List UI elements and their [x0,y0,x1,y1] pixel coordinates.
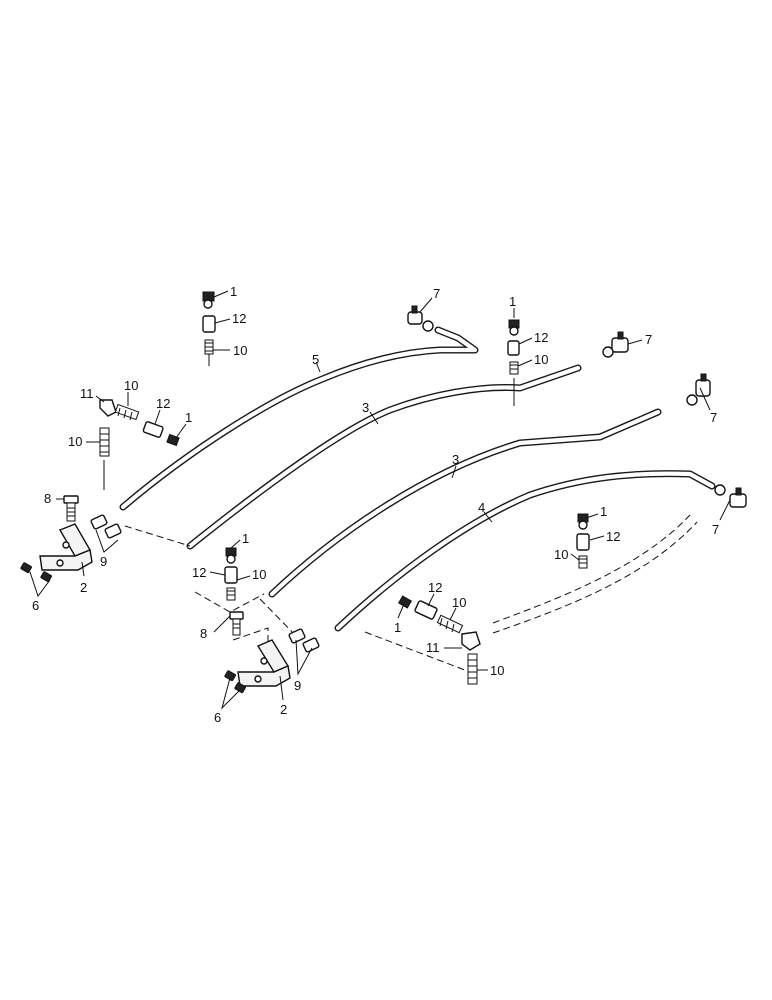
nipple-10-lower-vertical [467,653,478,685]
callout-10: 10 [68,434,82,449]
coupling-12-top [202,315,216,333]
bracket-2-upper [39,523,93,571]
elbow-11-lower [461,631,481,651]
callout-9: 9 [100,554,107,569]
tube-4 [334,470,716,632]
callout-1: 1 [600,504,607,519]
elbow-7-far-right [686,373,711,406]
nipple-10-lower-horizontal [436,614,464,634]
callout-6: 6 [214,710,221,725]
coupling-12-left [142,421,164,438]
callout-4: 4 [478,500,485,515]
assembly-line [124,525,191,547]
callout-10: 10 [252,567,266,582]
callout-10: 10 [233,343,247,358]
callout-1: 1 [230,284,237,299]
callout-3: 3 [362,400,369,415]
assembly-line [232,627,269,652]
callout-6: 6 [32,598,39,613]
callout-11: 11 [426,640,440,655]
tube-4-continuation [492,514,698,634]
callout-12: 12 [534,330,548,345]
coupling-12-mid [224,566,238,584]
callout-7: 7 [712,522,719,537]
screw-6-upper [20,562,52,583]
grease-fitting-1-right-lower [577,513,589,530]
tube-3-lower [268,408,662,598]
elbow-7-top-left [407,305,434,332]
elbow-11-left [99,399,117,417]
callout-7: 7 [645,332,652,347]
grease-fitting-1-top [202,291,215,309]
grease-fitting-1-right [508,319,520,336]
callout-1: 1 [185,410,192,425]
coupling-12-lower [414,600,438,620]
callout-2: 2 [80,580,87,595]
tube-3-upper [186,364,582,550]
connector-9-lower [288,628,320,653]
callout-11: 11 [80,386,94,401]
nipple-10-mid [226,587,236,601]
bracket-2-lower [237,639,291,687]
tee-7-right [602,331,629,358]
callout-10: 10 [490,663,504,678]
callout-12: 12 [232,311,246,326]
callout-10: 10 [534,352,548,367]
grease-fitting-1-mid [225,547,237,564]
elbow-7-bottom-right [714,484,747,508]
callout-1: 1 [242,531,249,546]
nipple-10-left-horizontal [114,403,140,421]
callout-12: 12 [156,396,170,411]
coupling-12-right [507,340,520,356]
assembly-line [194,591,265,613]
connector-9-upper [90,514,122,539]
callout-8: 8 [200,626,207,641]
callout-10: 10 [452,595,466,610]
callout-5: 5 [312,352,319,367]
grease-fitting-1-lower [397,595,413,609]
callout-3: 3 [452,452,459,467]
callout-1: 1 [394,620,401,635]
coupling-12-right-lower [576,533,590,551]
nipple-10-right [509,361,519,375]
callout-1: 1 [509,294,516,309]
callout-12: 12 [192,565,206,580]
tube-5 [119,326,479,511]
callout-10: 10 [554,547,568,562]
nipple-10-right-lower [578,555,588,569]
callout-12: 12 [606,529,620,544]
callout-10: 10 [124,378,138,393]
callout-7: 7 [433,286,440,301]
callout-2: 2 [280,702,287,717]
bolt-8-upper [63,495,79,522]
assembly-line [364,631,471,673]
callout-9: 9 [294,678,301,693]
screw-6-lower [224,670,246,694]
callout-12: 12 [428,580,442,595]
callout-8: 8 [44,491,51,506]
bolt-8-lower [229,611,244,636]
callout-7: 7 [710,410,717,425]
